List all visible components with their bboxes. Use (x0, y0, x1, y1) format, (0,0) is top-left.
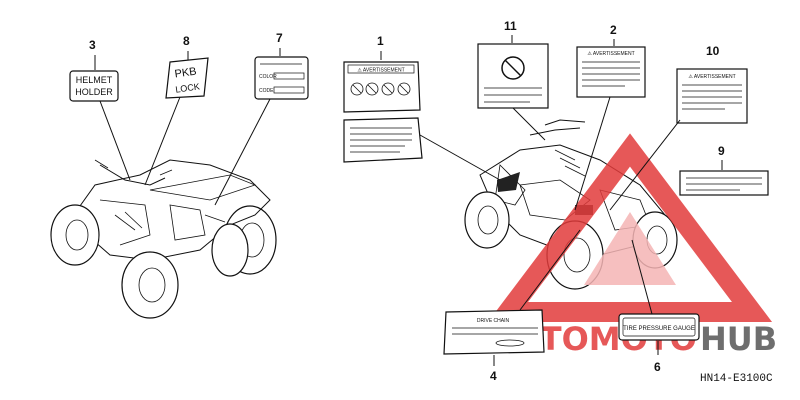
label-10-header: ⚠ AVERTISSEMENT (688, 74, 735, 80)
label-7-color-code: 7 COLOR CODE (214, 31, 309, 206)
helmet-holder-line1: HELMET (76, 75, 113, 85)
code-label: CODE (259, 88, 274, 94)
label-2-header: ⚠ AVERTISSEMENT (587, 51, 634, 57)
callout-7: 7 (276, 31, 283, 45)
label-6-tire-pressure-gauge: TIRE PRESSURE GAUGE 6 (618, 239, 700, 374)
helmet-holder-line2: HOLDER (75, 87, 113, 97)
diagram-code: HN14-E3100C (700, 373, 773, 385)
label-11-prohibition: 11 (477, 19, 549, 141)
atv-left-front-tire-far (50, 204, 100, 266)
drive-chain-title: DRIVE CHAIN (477, 318, 510, 324)
label-4-helmet-holder: 3 HELMET HOLDER (69, 38, 131, 181)
tire-pressure-gauge-text: TIRE PRESSURE GAUGE (623, 326, 695, 332)
callout-1: 1 (377, 34, 384, 48)
callout-6: 6 (654, 360, 661, 374)
label-10-warning: 10 ⚠ AVERTISSEMENT (609, 44, 748, 211)
callout-2: 2 (610, 23, 617, 37)
pkb-lock-line1: PKB (174, 66, 197, 81)
label-3-drive-chain: DRIVE CHAIN 4 (443, 229, 581, 383)
callout-4: 3 (89, 38, 96, 52)
atv-left-front-tire (121, 251, 179, 319)
callout-10: 10 (706, 44, 720, 58)
atv-left-illustration (50, 159, 277, 319)
atv-right-rear-tire-far (464, 191, 510, 249)
callout-8: 8 (183, 34, 190, 48)
pkb-lock-line2: LOCK (175, 81, 201, 94)
label-2-warning: 2 ⚠ AVERTISSEMENT (574, 23, 646, 211)
callout-11: 11 (504, 19, 517, 33)
label-1-warning: 1 ⚠ AVERTISSEMENT (343, 34, 501, 181)
color-label: COLOR (259, 74, 277, 80)
watermark-text-right: HUB (700, 320, 777, 358)
label-8-pkb-lock: 8 PKB LOCK (144, 34, 209, 186)
label-location-1 (497, 172, 520, 192)
watermark-triangle (487, 133, 773, 322)
label-9-plain: 9 (679, 144, 769, 196)
callout-3: 4 (490, 369, 497, 383)
callout-9: 9 (718, 144, 725, 158)
label-1-header: ⚠ AVERTISSEMENT (357, 68, 404, 74)
